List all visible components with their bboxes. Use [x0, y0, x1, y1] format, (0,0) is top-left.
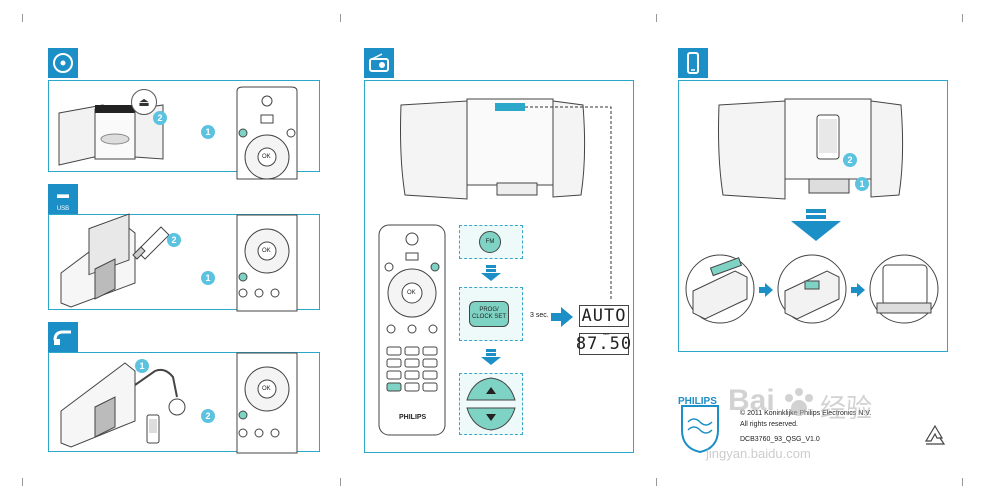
remote-ok-label: OK: [262, 154, 271, 160]
remote-ok-label: OK: [407, 290, 416, 296]
fm-button-label: FM: [485, 239, 495, 245]
philips-shield-logo: [681, 405, 719, 454]
step-badge: 2: [201, 409, 215, 423]
micro-system-front-illustration: [400, 98, 586, 200]
step-badge: 2: [167, 233, 181, 247]
cable-icon: [53, 330, 71, 345]
remote-brand-label: PHILIPS: [399, 414, 427, 421]
crop-mark: [656, 14, 657, 22]
micro-system-illustration: [58, 104, 164, 166]
watermark-url: jingyan.baidu.com: [706, 446, 811, 461]
micro-system-dock-illustration: [718, 98, 904, 200]
tune-buttons-illustration: [466, 377, 516, 431]
prog-button-label: PROG/ CLOCK SET: [472, 307, 507, 320]
audio-cable-illustration: [134, 368, 186, 444]
hold-time-label: 3 sec.: [530, 312, 549, 319]
crop-mark: [22, 14, 23, 22]
audio-section-panel: 1 OK 2: [48, 352, 320, 454]
down-arrow-icon: [481, 265, 501, 281]
micro-system-side-illustration: [60, 362, 136, 448]
display-auto: AUTO: [579, 305, 629, 327]
step-badge: 1: [201, 271, 215, 285]
radio-section-panel: OK PHILIPS FM PROG/ CLOCK SET 3 sec. AUT…: [364, 80, 634, 453]
frequency-unit-label: MHz: [603, 332, 610, 336]
right-arrow-icon: [759, 283, 773, 297]
usb-stick-illustration: [132, 226, 170, 260]
dock-section-tab: [678, 48, 708, 78]
fm-step-box: [459, 225, 523, 259]
display-frequency-text: 87.50: [575, 334, 633, 354]
crop-mark: [656, 478, 657, 486]
crop-mark: [22, 478, 23, 486]
copyright-text: © 2011 Koninklijke Philips Electronics N…: [740, 410, 872, 417]
rights-text: All rights reserved.: [740, 421, 798, 428]
step-badge: 2: [153, 111, 167, 125]
display-leader-line: [525, 106, 612, 301]
crop-mark: [340, 14, 341, 22]
fm-button: FM: [479, 231, 501, 253]
disc-section-panel: ⏏ 2 OK 1: [48, 80, 320, 180]
remote-illustration: [236, 214, 298, 312]
dock-step-illustration: [869, 254, 939, 324]
remote-illustration: [236, 352, 298, 454]
crop-mark: [962, 478, 963, 486]
disc-section-tab: [48, 48, 78, 78]
watermark-brand: Bai: [728, 384, 775, 417]
eject-icon: ⏏: [138, 95, 150, 109]
dock-section-panel: 2 1: [678, 80, 948, 352]
prog-clock-set-button: PROG/ CLOCK SET: [469, 301, 509, 327]
crop-mark: [340, 478, 341, 486]
display-auto-text: AUTO: [581, 306, 627, 326]
audio-section-tab: [48, 322, 78, 352]
disc-icon: [53, 53, 73, 73]
remote-illustration: [236, 86, 298, 180]
dock-step-illustration: [685, 254, 755, 324]
remote-illustration: [378, 224, 446, 436]
usb-tab-label: USB: [56, 206, 70, 212]
radio-icon: [369, 53, 389, 72]
eject-button-illustration: ⏏: [131, 89, 157, 115]
right-arrow-icon: [851, 283, 865, 297]
down-arrow-icon: [791, 209, 841, 241]
step-badge: 2: [843, 153, 857, 167]
down-arrow-icon: [481, 349, 501, 365]
step-badge: 1: [135, 359, 149, 373]
usb-icon: ▬: [57, 187, 69, 201]
usb-section-tab: ▬ USB: [48, 184, 78, 214]
philips-brand-text: PHILIPS: [678, 396, 717, 407]
radio-section-tab: [364, 48, 394, 78]
dock-step-illustration: [777, 254, 847, 324]
usb-section-panel: 2 OK 1: [48, 213, 320, 312]
paw-icon: [785, 388, 813, 416]
step-badge: 1: [855, 177, 869, 191]
phone-icon: [687, 52, 699, 74]
right-arrow-icon: [551, 307, 573, 327]
remote-ok-label: OK: [262, 386, 271, 392]
micro-system-side-illustration: [60, 213, 136, 308]
recycle-icon: [924, 424, 946, 445]
remote-ok-label: OK: [262, 248, 271, 254]
watermark-cn: 经验: [820, 394, 873, 424]
step-badge: 1: [201, 125, 215, 139]
display-frequency: 87.50: [575, 333, 633, 355]
crop-mark: [962, 14, 963, 22]
document-code: DCB3760_93_QSG_V1.0: [740, 436, 820, 443]
